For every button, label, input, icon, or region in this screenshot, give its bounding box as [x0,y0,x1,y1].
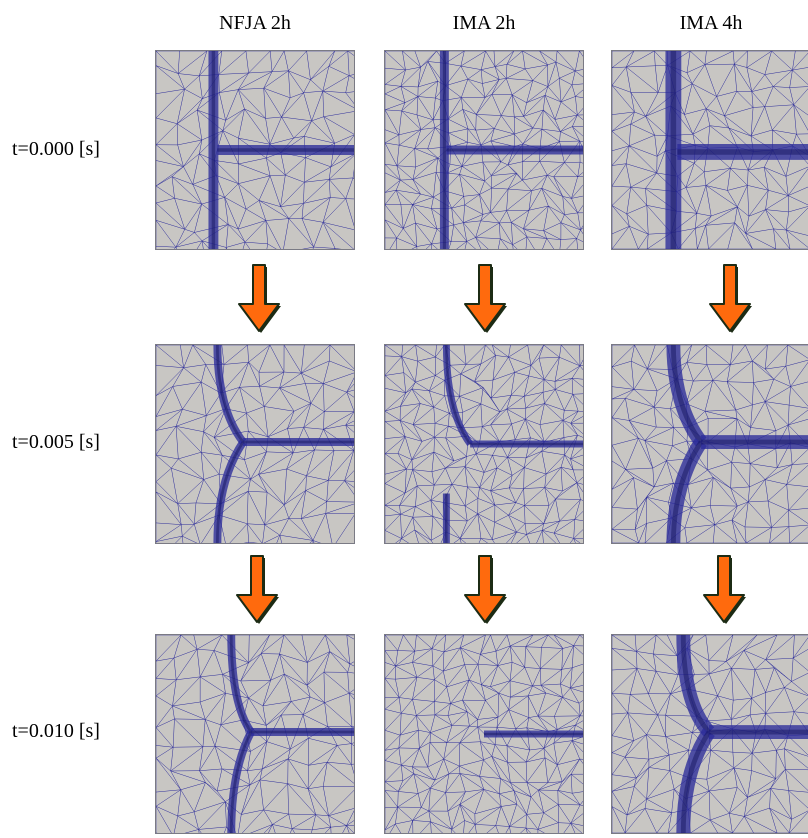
column-label-nfja-2h: NFJA 2h [219,12,291,34]
mesh-panel-ima2h-t1 [384,344,584,544]
mesh-svg [385,345,583,543]
row-label-t1: t=0.005 [s] [12,431,100,453]
mesh-svg [156,51,354,249]
mesh-panel-nfja2h-t1 [155,344,355,544]
mesh-panel-ima2h-t2 [384,634,584,834]
down-arrow-shape [464,555,507,624]
mesh-panel-nfja2h-t2 [155,634,355,834]
mesh-svg [612,345,808,543]
down-arrow-shape [238,264,281,333]
down-arrow-icon [234,262,284,334]
mesh-panel-nfja2h-t0 [155,50,355,250]
mesh-svg [385,635,583,833]
mesh-svg [156,345,354,543]
mesh-svg [156,635,354,833]
mesh-svg [612,635,808,833]
down-arrow-icon [460,262,510,334]
mesh-panel-ima4h-t0 [611,50,808,250]
down-arrow-shape [709,264,752,333]
down-arrow-icon [699,553,749,625]
mesh-svg [612,51,808,249]
row-label-t2: t=0.010 [s] [12,720,100,742]
column-label-ima-2h: IMA 2h [452,12,516,34]
down-arrow-shape [236,555,279,624]
down-arrow-icon [460,553,510,625]
mesh-panel-ima4h-t1 [611,344,808,544]
down-arrow-icon [232,553,282,625]
column-label-ima-4h: IMA 4h [679,12,743,34]
mesh-panel-ima2h-t0 [384,50,584,250]
down-arrow-shape [464,264,507,333]
down-arrow-shape [703,555,746,624]
mesh-svg [385,51,583,249]
mesh-panel-ima4h-t2 [611,634,808,834]
down-arrow-icon [705,262,755,334]
row-label-t0: t=0.000 [s] [12,138,100,160]
